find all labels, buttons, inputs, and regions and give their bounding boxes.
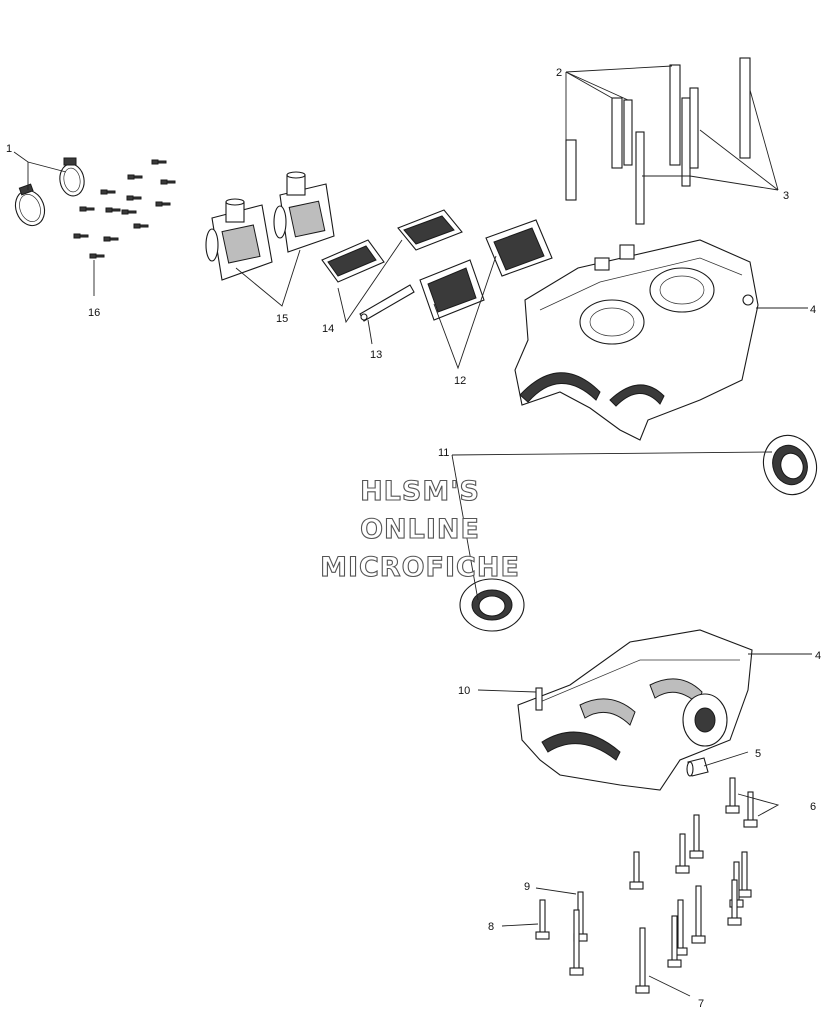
callout-labels: 1 2 3 4 4 5 6 7 8 9 10 11 12 13 14 15 16 (6, 67, 821, 1010)
callout-11: 11 (438, 447, 449, 459)
watermark-line-2: ONLINE (360, 514, 480, 545)
callout-13: 13 (370, 349, 382, 361)
crankcase-bolts (535, 777, 758, 994)
callout-5: 5 (755, 748, 761, 760)
callout-7: 7 (698, 998, 704, 1010)
callout-3: 3 (783, 190, 789, 202)
reed-valves-upper (321, 209, 463, 283)
callout-6: 6 (810, 801, 816, 813)
callout-2: 2 (556, 67, 562, 79)
callout-1: 1 (6, 143, 12, 155)
callout-14: 14 (322, 323, 334, 335)
intake-manifolds (205, 171, 335, 281)
watermark: HLSM'S ONLINE MICROFICHE (320, 475, 520, 583)
small-screws (73, 159, 176, 259)
callout-15: 15 (276, 313, 288, 325)
cylinder-studs (565, 57, 751, 225)
callout-4-lower: 4 (815, 650, 821, 662)
callout-10: 10 (458, 685, 470, 697)
callout-12: 12 (454, 375, 466, 387)
leader-lines (13, 65, 812, 997)
lower-crankcase (517, 629, 753, 791)
callout-4-upper: 4 (810, 304, 816, 316)
gasket-strip (359, 284, 415, 322)
callout-16: 16 (88, 307, 100, 319)
reed-valves-lower (419, 219, 553, 321)
watermark-line-1: HLSM'S (360, 476, 480, 507)
callout-8: 8 (488, 921, 494, 933)
watermark-line-3: MICROFICHE (320, 552, 520, 583)
crankshaft-seals (459, 434, 818, 632)
hose-clamps (14, 157, 85, 227)
drain-plug (686, 757, 709, 777)
upper-crankcase (514, 239, 759, 441)
callout-9: 9 (524, 881, 530, 893)
